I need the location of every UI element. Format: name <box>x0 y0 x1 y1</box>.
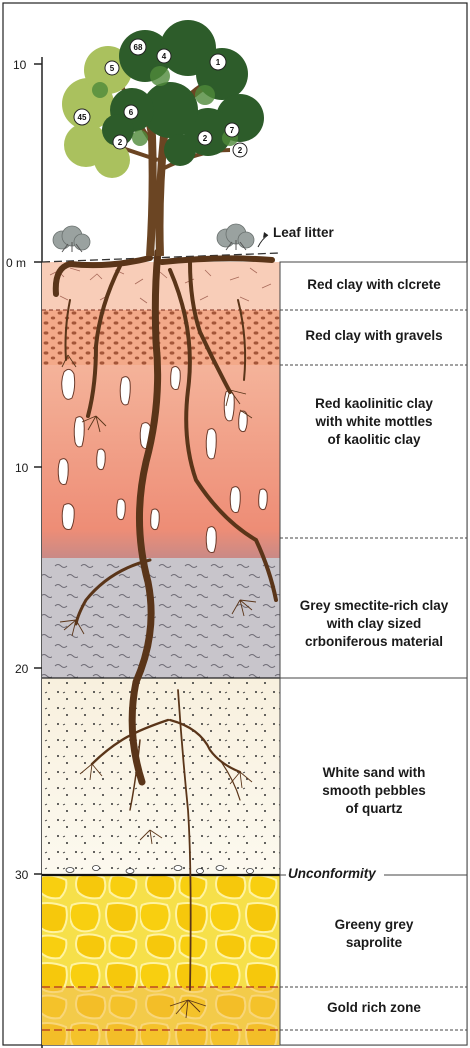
svg-text:2: 2 <box>118 138 123 147</box>
layer-label-sand: smooth pebbles <box>322 783 426 798</box>
svg-text:2: 2 <box>238 146 243 155</box>
tree-number-marker: 5 <box>105 61 119 75</box>
layer-label-kaolinitic: Red kaolinitic clay <box>315 396 433 411</box>
layer-label-kaolinitic: with white mottles <box>314 414 432 429</box>
depth-tick-label: 10 <box>15 461 29 475</box>
svg-text:2: 2 <box>203 134 208 143</box>
svg-text:5: 5 <box>110 64 115 73</box>
svg-text:7: 7 <box>230 126 235 135</box>
svg-text:6: 6 <box>129 108 134 117</box>
layer-label-saprolite: saprolite <box>346 935 403 950</box>
label-column: Red clay with clcrete Red clay with grav… <box>280 262 467 1045</box>
layer-label-kaolinitic: of kaolitic clay <box>327 432 421 447</box>
layer-label-clcrete: Red clay with clcrete <box>307 277 441 292</box>
depth-tick-label: 30 <box>15 868 29 882</box>
tree-number-marker: 4 <box>157 49 171 63</box>
layer-label-smectite: Grey smectite-rich clay <box>300 598 449 613</box>
tree-number-marker: 7 <box>225 123 239 137</box>
svg-text:45: 45 <box>78 113 87 122</box>
depth-tick-label: 10 <box>13 58 27 72</box>
layer-label-sand: of quartz <box>346 801 403 816</box>
layer-label-smectite: with clay sized <box>326 616 422 631</box>
svg-text:4: 4 <box>162 52 167 61</box>
layer-clcrete <box>42 262 280 310</box>
layer-saprolite <box>42 875 280 987</box>
tree-number-marker: 2 <box>113 135 127 149</box>
leaf-litter-label: Leaf litter <box>273 225 335 240</box>
layer-label-sand: White sand with <box>323 765 426 780</box>
depth-tick-label: 20 <box>15 662 29 676</box>
layer-label-gravels: Red clay with gravels <box>305 328 442 343</box>
unconformity-label: Unconformity <box>288 866 377 881</box>
tree-number-marker: 2 <box>233 143 247 157</box>
tree-number-marker: 1 <box>210 54 226 70</box>
tree-number-marker: 6 <box>124 105 138 119</box>
svg-text:68: 68 <box>134 43 143 52</box>
svg-text:1: 1 <box>216 58 221 67</box>
layer-label-gold: Gold rich zone <box>327 1000 421 1015</box>
tree-number-marker: 2 <box>198 131 212 145</box>
layer-label-saprolite: Greeny grey <box>335 917 414 932</box>
tree-number-marker: 45 <box>74 109 90 125</box>
layer-label-smectite: crboniferous material <box>305 634 443 649</box>
tree-number-marker: 68 <box>130 39 146 55</box>
depth-tick-label: 0 m <box>6 256 26 270</box>
